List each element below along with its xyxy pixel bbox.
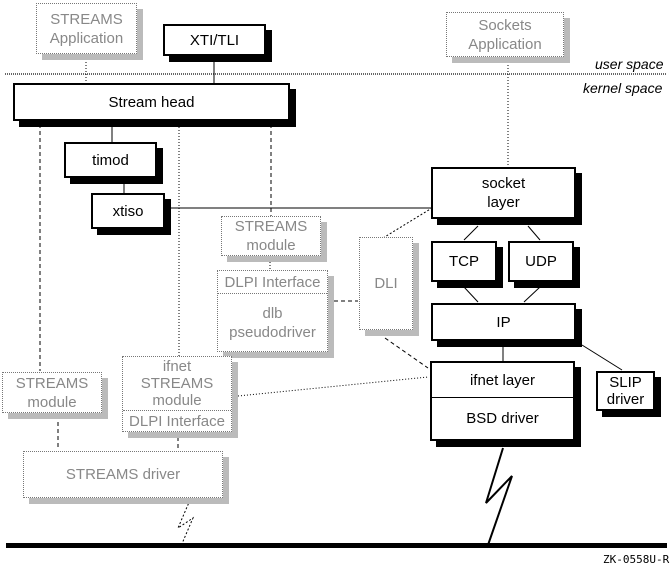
timod-label: timod — [92, 151, 129, 169]
xti-tli-label: XTI/TLI — [189, 31, 240, 49]
stream-head-label: Stream head — [108, 93, 195, 111]
streams-module-label: STREAMS module — [234, 218, 308, 254]
ip-box[interactable]: IP — [431, 303, 576, 341]
connector-socket-udp — [527, 225, 541, 241]
streams-driver-box[interactable]: STREAMS driver — [23, 451, 223, 498]
tcp-label: TCP — [449, 253, 479, 270]
dli-label: DLI — [374, 275, 398, 292]
timod-box[interactable]: timod — [64, 142, 157, 178]
dlb-pseudodriver-label: dlb pseudodriver — [229, 304, 316, 341]
connector-dli-socket — [382, 207, 433, 239]
slip-driver-label: SLIP driver — [606, 374, 645, 408]
connector-udp-ip — [523, 286, 541, 303]
kernel-space-label: kernel space — [583, 80, 663, 96]
streams-module-box[interactable]: STREAMS module — [221, 216, 321, 256]
udp-box[interactable]: UDP — [508, 241, 574, 282]
network-link-streams-driver — [176, 499, 195, 547]
streams-application-box[interactable]: STREAMS Application — [36, 3, 137, 54]
streams-driver-label: STREAMS driver — [65, 466, 181, 483]
sockets-application-box[interactable]: Sockets Application — [446, 12, 564, 57]
ifnet-streams-module-label: ifnet STREAMS module — [140, 358, 214, 409]
socket-layer-label: socket layer — [481, 175, 526, 211]
slip-driver-box[interactable]: SLIP driver — [596, 371, 655, 411]
network-link-bsd-driver — [485, 447, 513, 546]
bsd-driver-box[interactable]: ifnet layer BSD driver — [430, 361, 575, 441]
figure-id: ZK-0558U-R — [603, 553, 670, 566]
xti-tli-box[interactable]: XTI/TLI — [163, 24, 266, 56]
streams-module-left-label: STREAMS module — [15, 374, 89, 411]
connector-socket-tcp — [463, 225, 479, 241]
ifnet-streams-module-box[interactable]: ifnet STREAMS module DLPI Interface — [122, 356, 232, 432]
ifnet-layer-label: ifnet layer — [432, 363, 573, 398]
ip-label: IP — [496, 313, 511, 331]
dlb-pseudodriver-box[interactable]: DLPI Interface dlb pseudodriver — [217, 270, 328, 352]
connector-tcp-ip — [463, 286, 479, 303]
user-space-label: user space — [595, 56, 664, 72]
socket-layer-box[interactable]: socket layer — [431, 167, 576, 219]
connector-ifnet-module-ifnet-layer — [237, 376, 429, 397]
bsd-driver-label: BSD driver — [466, 410, 539, 427]
xtiso-label: xtiso — [112, 202, 144, 220]
streams-application-label: STREAMS Application — [49, 10, 124, 47]
udp-label: UDP — [525, 253, 557, 270]
stream-head-box[interactable]: Stream head — [13, 83, 290, 121]
dlpi-interface-label: DLPI Interface — [218, 271, 327, 294]
connector-dli-ifnet — [384, 337, 429, 369]
tcp-box[interactable]: TCP — [431, 241, 497, 282]
connector-ip-slip — [581, 344, 623, 371]
streams-module-left-box[interactable]: STREAMS module — [2, 372, 102, 413]
xtiso-box[interactable]: xtiso — [91, 193, 165, 229]
dli-box[interactable]: DLI — [359, 237, 413, 330]
network-bus — [6, 543, 667, 548]
dlpi-interface-low-label: DLPI Interface — [123, 410, 231, 431]
sockets-application-label: Sockets Application — [468, 16, 542, 53]
